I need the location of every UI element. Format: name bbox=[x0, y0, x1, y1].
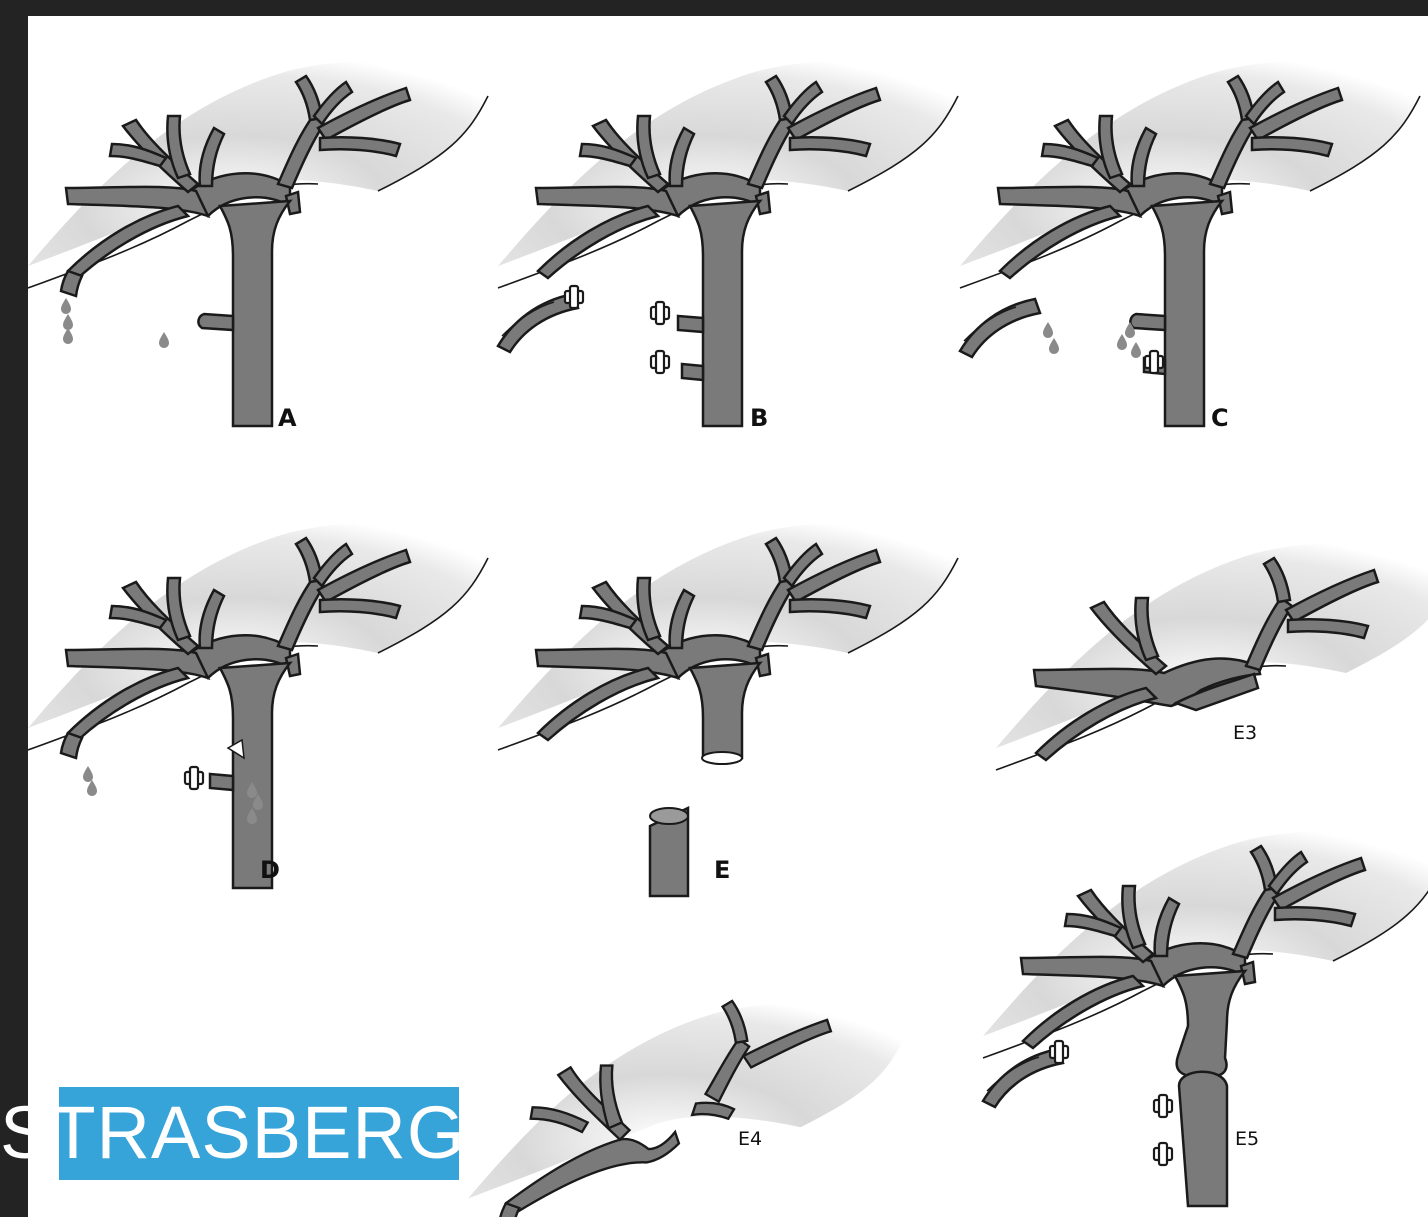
panel-e-diagram bbox=[498, 523, 958, 896]
panel-d-diagram bbox=[28, 523, 488, 888]
panel-e5-diagram bbox=[983, 831, 1428, 1206]
panel-label-e3: E3 bbox=[1233, 722, 1257, 744]
panel-label-e4: E4 bbox=[738, 1128, 762, 1150]
panel-label-d: D bbox=[260, 856, 280, 884]
panel-b-diagram bbox=[498, 61, 958, 426]
panel-label-b: B bbox=[750, 404, 768, 432]
panel-label-e5: E5 bbox=[1235, 1128, 1259, 1150]
panel-e4-diagram bbox=[468, 1001, 905, 1217]
panel-label-a: A bbox=[278, 404, 297, 432]
diagram-panel: A B C bbox=[28, 16, 1428, 1217]
panel-a-diagram bbox=[28, 61, 488, 426]
bile-duct-injury-diagram: A B C bbox=[28, 16, 1428, 1217]
panel-label-e: E bbox=[714, 856, 730, 884]
panel-c-diagram bbox=[960, 61, 1420, 426]
panel-e3-diagram bbox=[996, 543, 1428, 770]
overlay-title: STRASBERG bbox=[0, 1086, 465, 1180]
panel-label-c: C bbox=[1211, 404, 1229, 432]
